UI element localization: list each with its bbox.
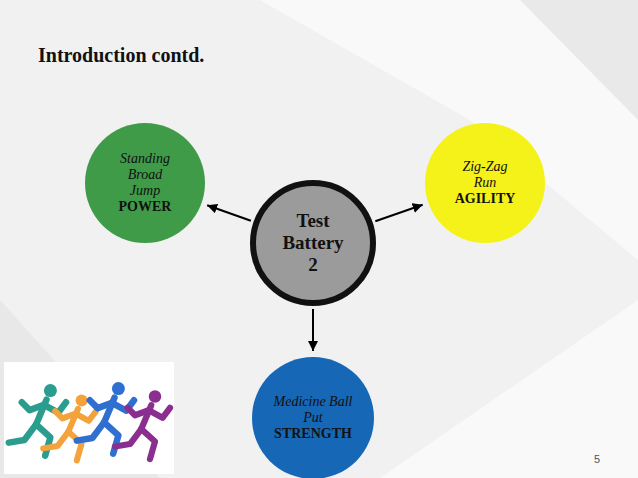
arrow-connector — [207, 205, 251, 221]
runner-head — [149, 390, 162, 403]
arrow-connector — [375, 205, 422, 222]
runner-leg — [77, 422, 104, 440]
node-title: Zig-Zag Run — [453, 159, 517, 191]
node-text-group: Test Battery 2 — [276, 210, 350, 276]
runner-figure — [115, 390, 170, 459]
runners-illustration — [4, 362, 174, 474]
circle-shape — [425, 123, 545, 243]
circle-node: Zig-Zag RunAGILITY — [425, 123, 545, 243]
node-title: Test Battery 2 — [276, 210, 350, 276]
runner-leg — [43, 432, 68, 449]
runner-leg — [68, 432, 81, 461]
node-text-group: Standing Broad JumpPOWER — [113, 151, 177, 215]
runner-arm — [128, 408, 149, 416]
node-title: Medicine Ball Put — [265, 394, 361, 426]
node-category: POWER — [119, 199, 172, 215]
runner-head — [76, 394, 88, 406]
node-category: AGILITY — [455, 191, 516, 207]
circle-shape — [253, 183, 373, 303]
runner-arm — [149, 408, 170, 418]
circle-node: Standing Broad JumpPOWER — [85, 123, 205, 243]
circle-node: Test Battery 2 — [250, 180, 376, 306]
node-title: Standing Broad Jump — [113, 151, 177, 199]
slide-title: Introduction contd. — [38, 44, 204, 67]
node-text-group: Zig-Zag RunAGILITY — [453, 159, 517, 207]
runner-figure — [43, 394, 96, 460]
background-shape — [520, 0, 638, 120]
runner-head — [112, 382, 125, 395]
runner-arm — [22, 402, 44, 410]
runner-head — [44, 384, 57, 397]
runner-arm — [76, 411, 96, 421]
runner-leg — [9, 424, 36, 442]
background-shape — [380, 300, 638, 478]
page-number: 5 — [594, 453, 600, 465]
circle-shape — [252, 357, 374, 478]
node-text-group: Medicine Ball PutSTRENGTH — [265, 394, 361, 442]
illustration-ground — [4, 362, 174, 474]
node-category: STRENGTH — [274, 426, 352, 442]
runner-arm — [55, 411, 75, 418]
runner-arm — [90, 400, 112, 408]
runner-leg — [141, 429, 155, 459]
arrow-connector — [312, 309, 314, 351]
circle-node: Medicine Ball PutSTRENGTH — [252, 357, 374, 478]
runner-leg — [115, 429, 141, 447]
circle-shape — [85, 123, 205, 243]
